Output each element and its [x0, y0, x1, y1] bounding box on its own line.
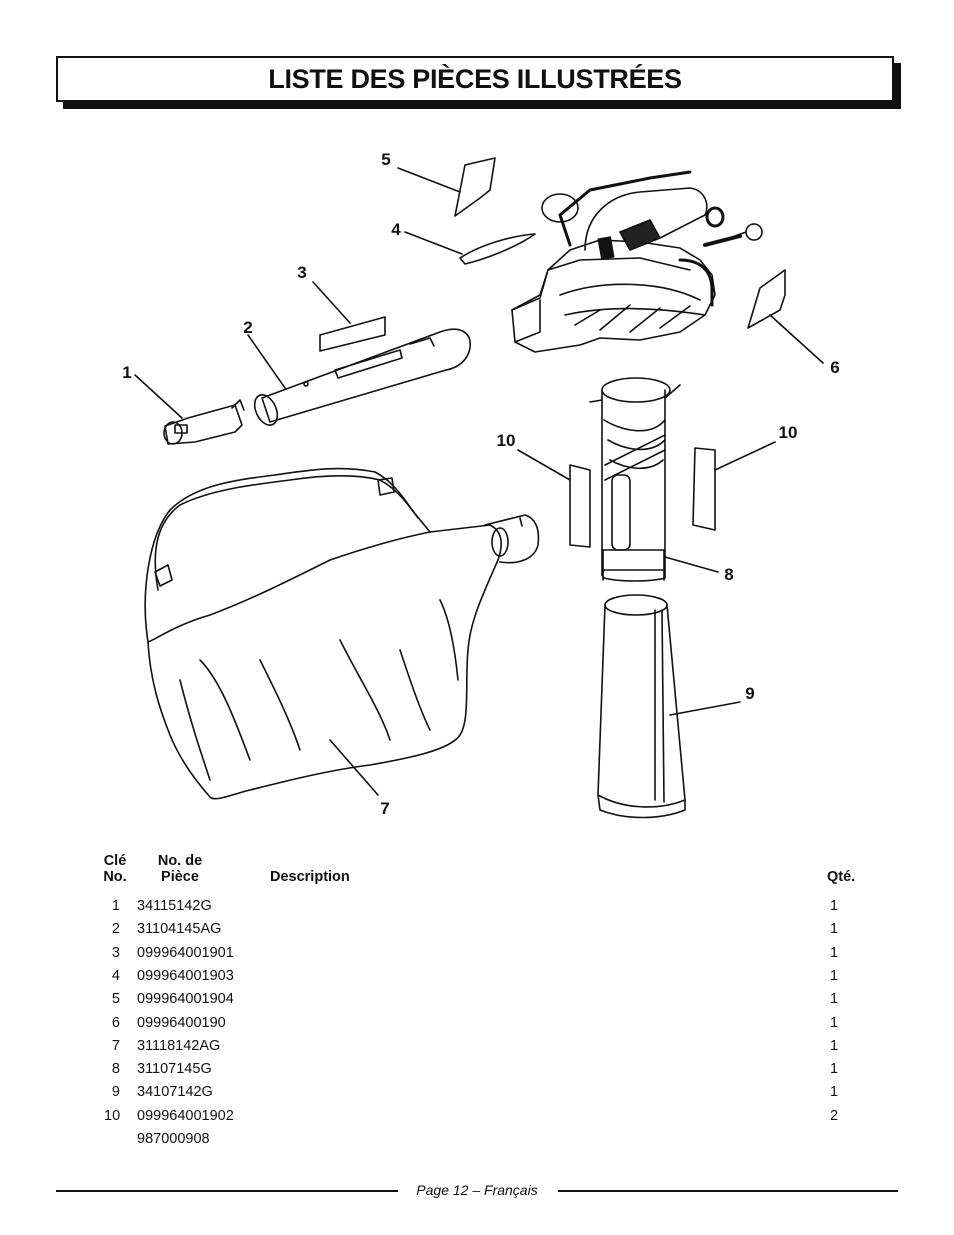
table-row: 3099964001901Étiquette de logo (tube de … — [0, 945, 954, 968]
callout-5: 5 — [381, 150, 391, 169]
callout-10-left: 10 — [496, 431, 516, 450]
row-key: 1 — [111, 898, 120, 914]
row-key: 3 — [111, 944, 120, 961]
leader-line-6 — [769, 314, 824, 364]
callout-8: 8 — [724, 565, 734, 584]
leader-line-10-right — [714, 441, 776, 471]
tube-label-10-left-drawing — [569, 464, 591, 548]
row-part-number: 09996400190 — [137, 1014, 226, 1031]
leader-line-8 — [664, 556, 719, 573]
row-key: 2 — [111, 921, 120, 938]
header-qty: Qté. — [827, 869, 856, 885]
leader-line-5 — [397, 167, 461, 193]
row-part-number: 34107142G — [137, 1084, 213, 1101]
data-label-6-drawing — [747, 269, 786, 329]
callout-3: 3 — [297, 263, 307, 282]
header-key-line1: Clé — [103, 853, 127, 869]
leader-line-1 — [134, 374, 183, 419]
lower-vacuum-tube-9-drawing — [597, 594, 686, 819]
leader-line-4 — [404, 231, 463, 255]
callout-1: 1 — [122, 363, 132, 382]
vacuum-bag-7-drawing — [144, 467, 540, 800]
row-part-number: 099964001901 — [137, 944, 234, 961]
callout-2: 2 — [243, 318, 253, 337]
header-description: Description — [270, 869, 350, 885]
row-part-number: 31118142AG — [137, 1037, 221, 1054]
callout-9: 9 — [745, 684, 755, 703]
header-part-line1: No. de — [157, 853, 203, 869]
table-row: 731118142AGSac d’aspiration1 — [0, 1038, 954, 1061]
leader-line-10-left — [517, 449, 571, 481]
row-qty: 1 — [830, 1084, 839, 1101]
footer-rule-left — [56, 1190, 398, 1192]
leader-line-9 — [669, 701, 741, 716]
row-part-number: 987000908 — [137, 1131, 210, 1147]
parts-diagram: 5 4 3 2 1 6 10 10 8 9 7 — [0, 120, 954, 840]
row-key: 7 — [111, 1037, 120, 1054]
table-row: 4099964001903Etiquette d’icône1 — [0, 968, 954, 991]
logo-label-5-drawing — [454, 157, 496, 217]
row-qty: 1 — [830, 1037, 839, 1054]
callout-7: 7 — [380, 799, 390, 818]
row-qty: 1 — [830, 991, 839, 1008]
logo-label-3-drawing — [319, 316, 386, 352]
table-row: 609996400190Étiquette de données1 — [0, 1015, 954, 1038]
nozzle-1-drawing — [163, 399, 245, 445]
row-qty: 1 — [830, 921, 839, 938]
row-part-number: 099964001904 — [137, 991, 234, 1008]
row-qty: 1 — [830, 1014, 839, 1031]
callout-4: 4 — [391, 220, 401, 239]
upper-vacuum-tube-8-drawing — [589, 377, 681, 582]
footer-rule-right — [558, 1190, 898, 1192]
row-qty: 1 — [830, 944, 839, 961]
row-key: 4 — [111, 967, 120, 984]
callout-6: 6 — [830, 358, 840, 377]
row-key: 9 — [111, 1084, 120, 1101]
row-part-number: 31107145G — [137, 1061, 212, 1078]
header-part-line2: Pièce — [161, 869, 199, 885]
table-row: 831107145GTube d’aspiration supérieur 1 — [0, 1061, 954, 1084]
page-footer: Page 12 – Français — [416, 1182, 538, 1198]
row-part-number: 31104145AG — [137, 921, 222, 938]
leader-line-2 — [247, 334, 286, 389]
header-key: Clé No. — [101, 853, 129, 885]
row-key: 5 — [111, 991, 120, 1008]
row-key: 8 — [111, 1061, 120, 1078]
header-part: No. de Pièce — [148, 853, 212, 885]
table-row: 934107142GTube d’aspiration inférieur 1 — [0, 1084, 954, 1107]
row-key: 10 — [104, 1107, 121, 1124]
blower-housing-drawing — [511, 170, 763, 353]
header-key-line2: No. — [103, 869, 127, 885]
row-part-number: 099964001902 — [137, 1107, 234, 1124]
table-row: 10099964001902Étiquette de logo (tube d’… — [0, 1108, 954, 1131]
row-key: 6 — [111, 1014, 120, 1031]
table-row: 134115142GEmbout haute vélocité1 — [0, 898, 954, 921]
table-row: 5099964001904Étiquette de logo 1 — [0, 991, 954, 1014]
callout-10-right: 10 — [778, 423, 798, 442]
row-qty: 2 — [830, 1107, 839, 1124]
row-qty: 1 — [830, 967, 839, 984]
icon-label-4-drawing — [459, 233, 536, 265]
table-row: 231104145AGTube de soufflante1 — [0, 921, 954, 944]
leader-line-7 — [329, 739, 379, 796]
page-title: LISTE DES PIÈCES ILLUSTRÉES — [268, 64, 682, 94]
row-qty: 1 — [830, 1061, 839, 1078]
leader-line-3 — [312, 281, 351, 324]
title-banner: LISTE DES PIÈCES ILLUSTRÉES — [56, 56, 894, 102]
parts-diagram-illustration — [134, 157, 824, 819]
row-part-number: 099964001903 — [137, 967, 234, 984]
row-part-number: 34115142G — [137, 898, 212, 914]
row-qty: 1 — [830, 898, 839, 914]
table-row: 987000908Manuel d’utilisation (pas illus… — [0, 1131, 954, 1154]
blower-tube-2-drawing — [253, 328, 471, 426]
tube-label-10-right-drawing — [692, 447, 716, 531]
